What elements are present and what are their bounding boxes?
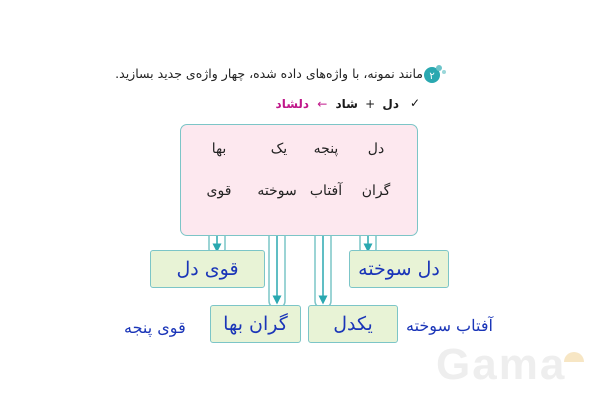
example-line: دل + شاد ← دلشاد <box>276 97 399 111</box>
answer-box-3: گران بها <box>210 305 301 343</box>
word-geran: گران <box>361 183 391 199</box>
free-answer-right: آفتاب سوخته <box>406 316 493 335</box>
check-icon: ✓ <box>410 96 421 110</box>
word-sukhte: سوخته <box>257 183 297 199</box>
free-answer-left: قوی پنجه <box>124 318 186 337</box>
answer-box-1: قوی دل <box>150 250 265 288</box>
word-baha: بها <box>211 141 227 157</box>
answer-box-2: دل سوخته <box>349 250 449 288</box>
example-plus: + <box>365 97 376 111</box>
example-word-2: شاد <box>335 97 358 111</box>
word-aftab: آفتاب <box>309 183 343 199</box>
word-yek: یک <box>270 141 288 157</box>
gama-logo-text: Gama <box>436 340 567 389</box>
example-arrow: ← <box>317 97 328 111</box>
answer-box-4: یکدل <box>308 305 398 343</box>
question-number: ۲ <box>429 71 434 82</box>
question-number-badge-icon: ۲ <box>424 65 446 83</box>
instruction-text: مانند نمونه، با واژه‌های داده شده، چهار … <box>115 66 423 81</box>
word-box: دل پنجه یک بها گران آفتاب سوخته قوی <box>180 124 418 236</box>
word-panje: پنجه <box>313 141 339 157</box>
gama-logo-sun-icon <box>564 352 584 362</box>
example-word-1: دل <box>382 97 399 111</box>
word-qavi: قوی <box>206 183 232 199</box>
word-del: دل <box>367 141 385 157</box>
example-result: دلشاد <box>275 97 310 111</box>
